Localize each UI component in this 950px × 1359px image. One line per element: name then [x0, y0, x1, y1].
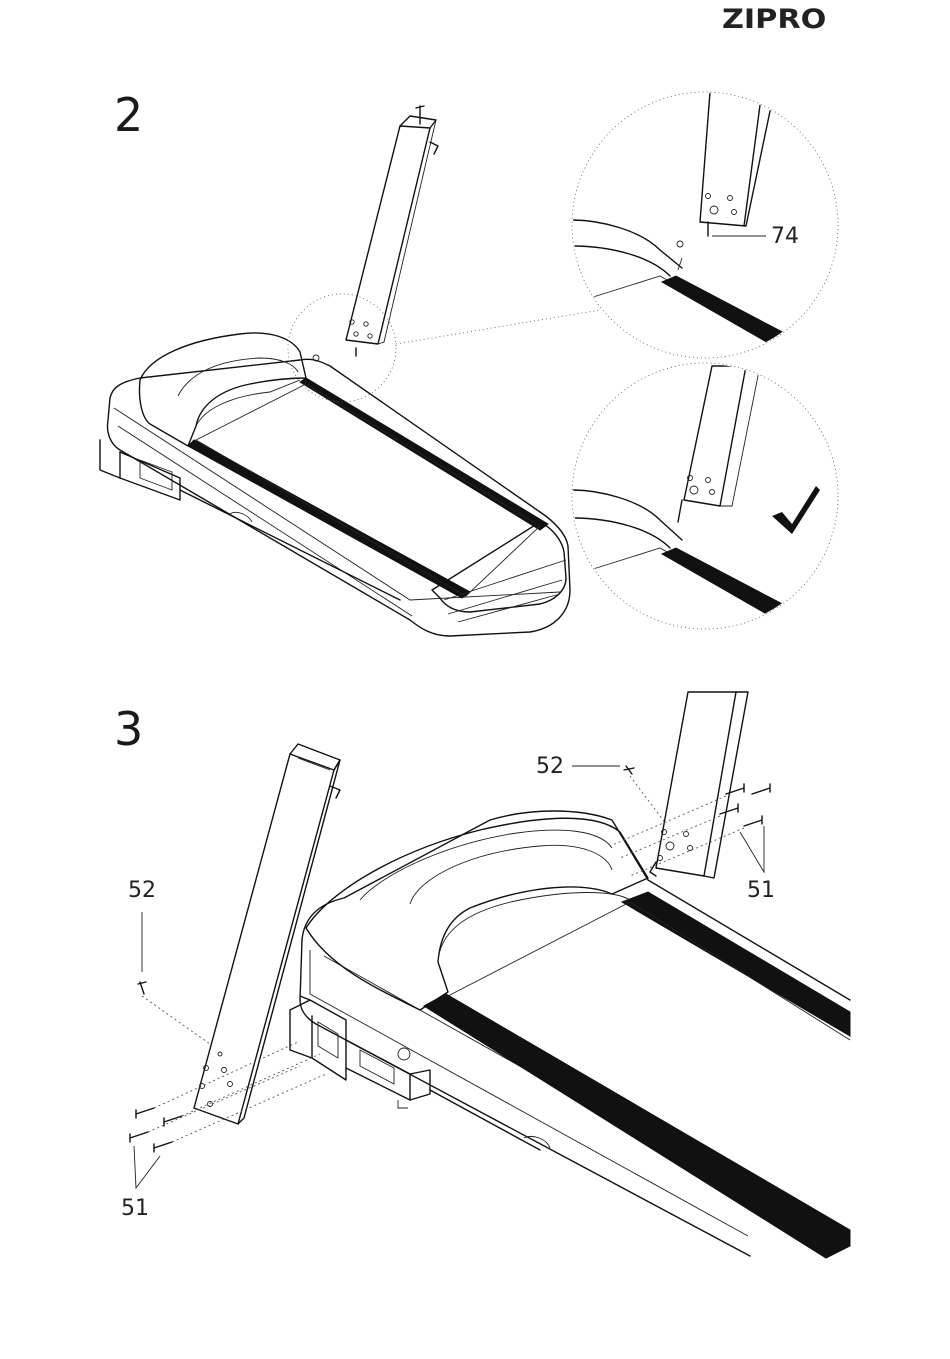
detail-circle-top — [572, 90, 838, 358]
callout-label-52-right: 52 — [536, 756, 564, 778]
callout-label-52-left: 52 — [128, 880, 156, 902]
checkmark-icon — [772, 486, 820, 534]
right-upright-column — [572, 692, 770, 878]
step-3-number: 3 — [114, 706, 143, 752]
treadmill-deck-step2 — [100, 106, 600, 636]
step-2-diagram — [0, 0, 950, 680]
callout-label-51-right: 51 — [747, 880, 775, 902]
callout-label-51-left: 51 — [121, 1198, 149, 1220]
left-upright-column — [130, 744, 340, 1188]
detail-circle-bottom — [572, 363, 838, 629]
